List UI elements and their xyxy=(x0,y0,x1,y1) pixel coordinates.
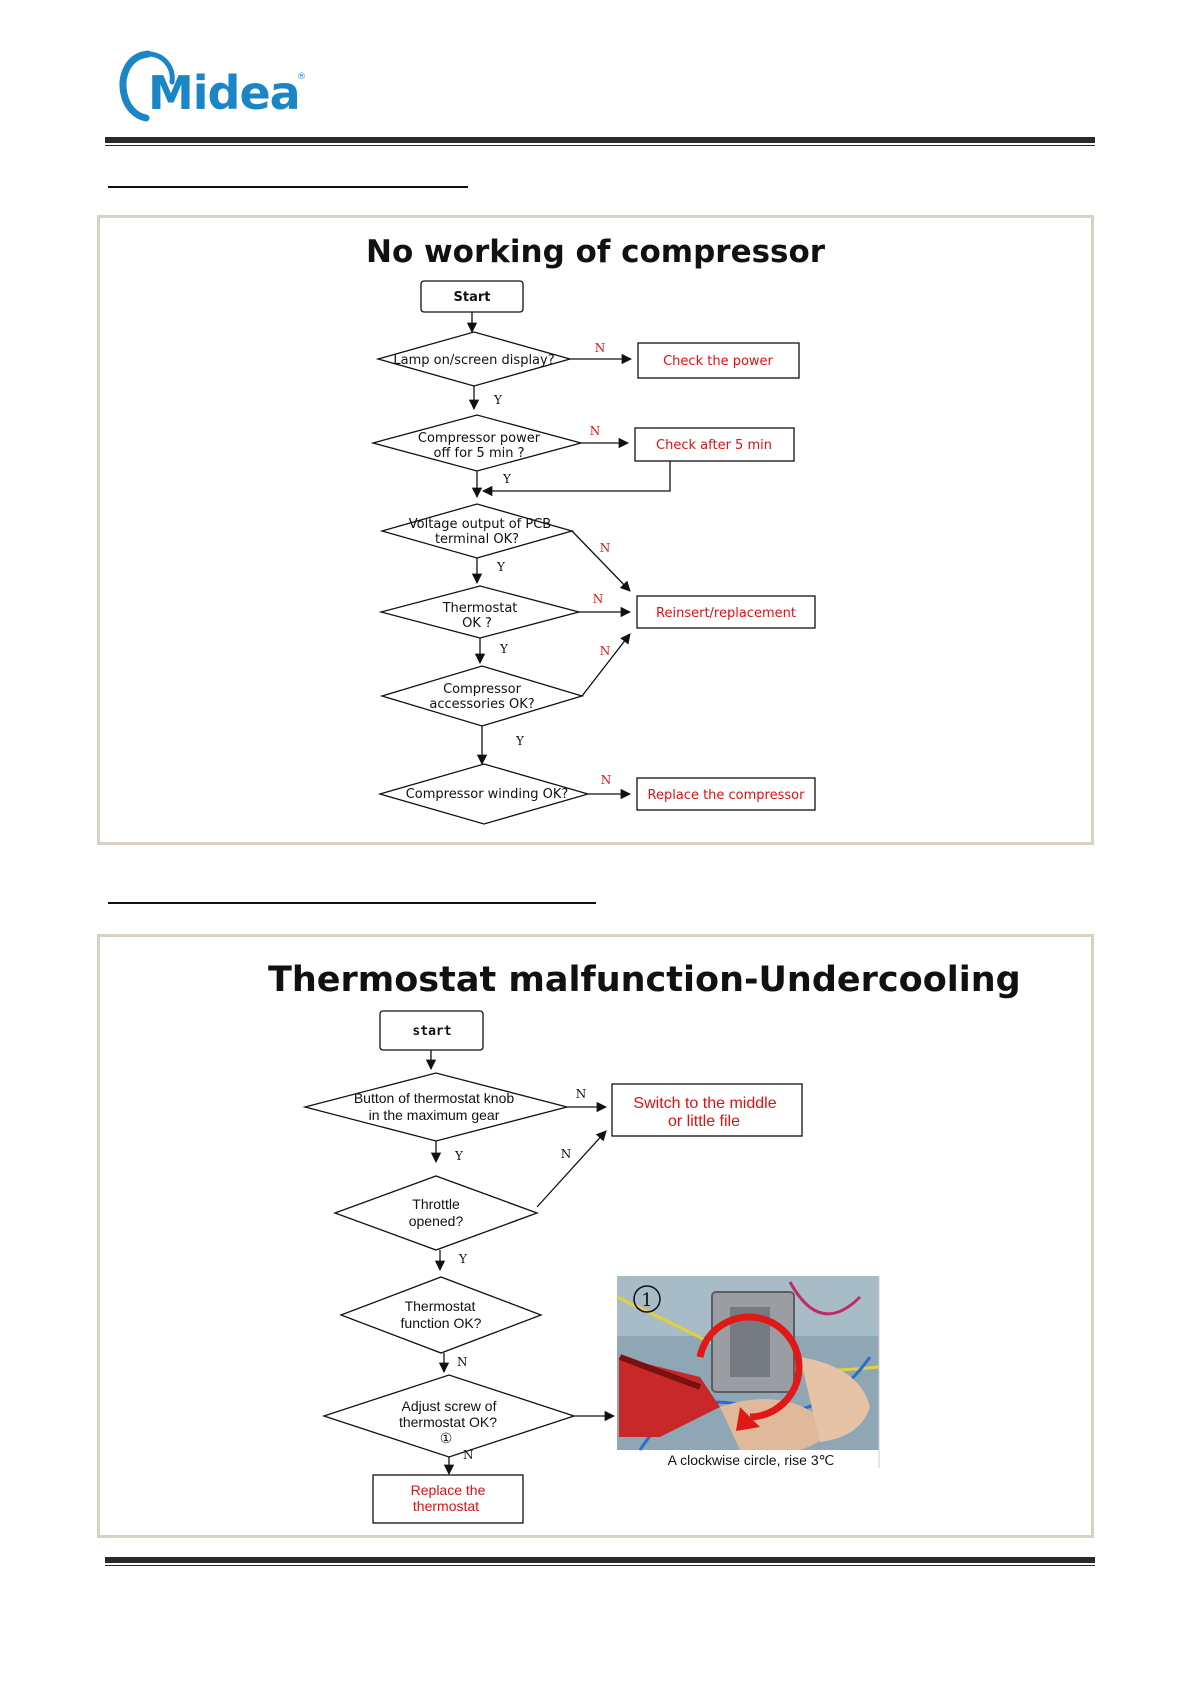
decision-thermostat-line1: Thermostat xyxy=(442,601,518,616)
action-reinsert-replacement-label: Reinsert/replacement xyxy=(656,606,796,621)
decision-compressor-power-off-line1: Compressor power xyxy=(418,431,541,446)
no-label: N xyxy=(595,341,606,355)
yes-label: Y xyxy=(515,734,525,748)
header-rule-thick xyxy=(105,137,1095,143)
flowchart-thermostat: Thermostat malfunction-Undercooling star… xyxy=(268,960,1021,1524)
action-replace-compressor xyxy=(636,777,816,811)
decision-compressor-winding-label: Compressor winding OK? xyxy=(406,787,569,802)
footer-rule-thin xyxy=(105,1565,1095,1566)
connector xyxy=(571,530,631,592)
action-replace-thermostat xyxy=(372,1474,524,1524)
decision-adjust-screw-line1: Adjust screw of xyxy=(402,1398,497,1414)
decision-throttle-opened xyxy=(333,1175,539,1251)
no-label: N xyxy=(600,541,611,555)
no-label: N xyxy=(463,1448,474,1462)
yes-label: Y xyxy=(458,1252,468,1266)
decision-thermostat-function-line2: function OK? xyxy=(401,1315,482,1331)
no-label: N xyxy=(576,1087,587,1101)
action-switch-middle-line2: or little file xyxy=(668,1113,740,1130)
thermostat-adjustment-photo: 1 xyxy=(616,1276,880,1451)
decision-thermostat-function xyxy=(339,1276,543,1354)
decision-adjust-screw-line2: thermostat OK? xyxy=(399,1414,497,1430)
header-rule-thin xyxy=(105,145,1095,146)
yes-label: Y xyxy=(502,472,512,486)
yes-label: Y xyxy=(496,560,506,574)
action-replace-compressor-label: Replace the compressor xyxy=(648,788,806,803)
yes-label: Y xyxy=(493,393,503,407)
no-label: N xyxy=(600,644,611,658)
logo-wordmark: Midea xyxy=(148,66,301,120)
flowchart-title: Thermostat malfunction-Undercooling xyxy=(268,960,1021,1000)
start-label: start xyxy=(412,1024,451,1039)
yes-label: Y xyxy=(499,642,509,656)
no-label: N xyxy=(561,1147,572,1161)
photo-caption: A clockwise circle, rise 3℃ xyxy=(668,1452,835,1468)
decision-thermostat-function-line1: Thermostat xyxy=(405,1298,476,1314)
no-label: N xyxy=(593,592,604,606)
action-check-after-5-min-label: Check after 5 min xyxy=(656,438,772,453)
midea-logo-swoosh-icon xyxy=(119,50,175,122)
action-reinsert-replacement xyxy=(636,595,816,629)
section-heading-line-1 xyxy=(108,186,468,188)
decision-knob-max-gear-line2: in the maximum gear xyxy=(369,1107,500,1123)
step-marker: ① xyxy=(440,1430,453,1446)
flowchart-panel-thermostat: Thermostat malfunction-Undercooling star… xyxy=(97,934,1094,1538)
section-heading-line-2 xyxy=(108,902,596,904)
decision-compressor-accessories-line2: accessories OK? xyxy=(429,697,534,712)
connector xyxy=(536,1130,607,1208)
action-check-power xyxy=(637,342,800,379)
connector xyxy=(581,633,631,697)
action-check-after-5-min xyxy=(634,427,795,462)
action-check-power-label: Check the power xyxy=(663,354,773,369)
action-replace-thermostat-line2: thermostat xyxy=(413,1498,479,1514)
action-replace-thermostat-line1: Replace the xyxy=(411,1482,486,1498)
start-label: Start xyxy=(454,290,491,305)
decision-thermostat-line2: OK ? xyxy=(462,616,492,631)
action-switch-middle-line1: Switch to the middle xyxy=(633,1095,776,1112)
decision-throttle-opened-line1: Throttle xyxy=(412,1196,460,1212)
action-switch-middle xyxy=(611,1083,803,1137)
decision-voltage-output-line2: terminal OK? xyxy=(435,532,519,547)
connector-loop-back xyxy=(481,461,671,497)
no-label: N xyxy=(590,424,601,438)
decision-lamp-on-label: Lamp on/screen display? xyxy=(393,353,554,368)
decision-compressor-accessories-line1: Compressor xyxy=(443,682,522,697)
no-label: N xyxy=(457,1355,468,1369)
decision-knob-max-gear-line1: Button of thermostat knob xyxy=(354,1090,515,1106)
decision-compressor-power-off-line2: off for 5 min ? xyxy=(434,446,525,461)
photo-step-marker: 1 xyxy=(641,1290,652,1311)
decision-throttle-opened-line2: opened? xyxy=(409,1213,464,1229)
no-label: N xyxy=(601,773,612,787)
flowchart-title: No working of compressor xyxy=(366,234,826,270)
decision-voltage-output-line1: Voltage output of PCB xyxy=(409,517,551,532)
registered-mark-icon: ® xyxy=(297,72,306,82)
footer-rule-thick xyxy=(105,1557,1095,1563)
flowchart-compressor: No working of compressor Start Lamp on/s… xyxy=(366,234,826,825)
yes-label: Y xyxy=(454,1149,464,1163)
flowchart-panel-compressor: No working of compressor Start Lamp on/s… xyxy=(97,215,1094,845)
